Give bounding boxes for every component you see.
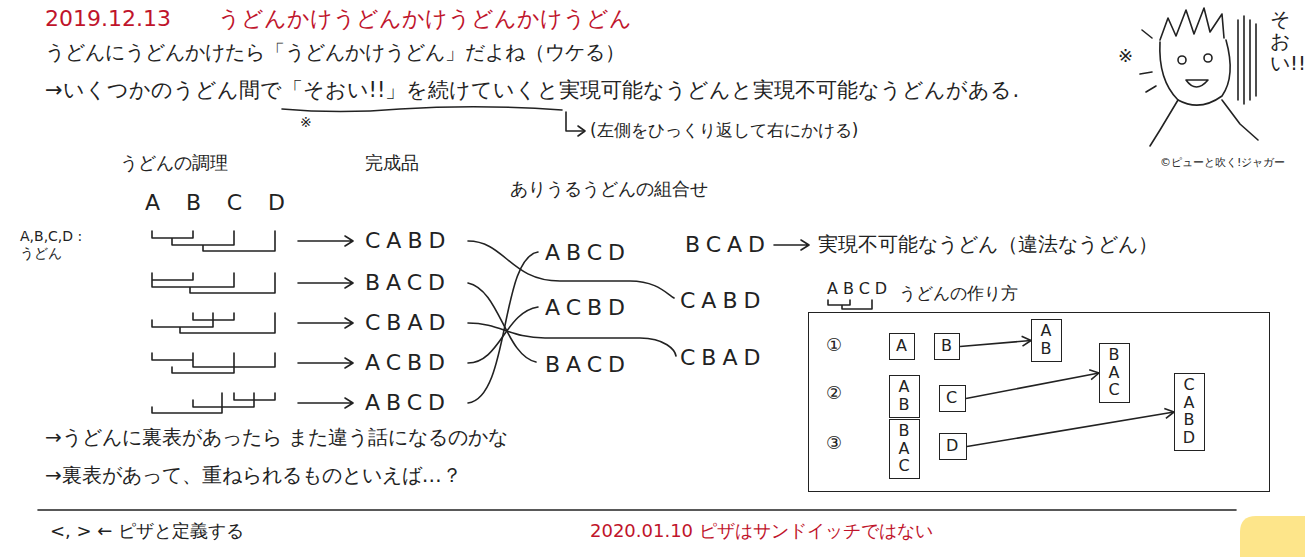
udon-box: D [939, 433, 967, 460]
box-letter: A [896, 336, 908, 355]
bracket-sketch [152, 231, 275, 251]
box-letter: D [946, 436, 960, 455]
note-text: ※ [1118, 45, 1133, 67]
frame-heading: ABCD [827, 279, 892, 298]
udon-box: C [939, 385, 966, 412]
result-arrow [774, 240, 809, 250]
note-text: CABD [365, 228, 451, 254]
match-curve [468, 307, 538, 363]
note-text: CBAD [365, 310, 451, 336]
note-text: CBAD [680, 345, 766, 371]
title-heading: 2019.12.13 うどんかけうどんかけうどんかけうどん [45, 6, 632, 32]
bracket-sketch [828, 300, 872, 309]
row-arrow [298, 398, 353, 408]
note-text: →裏表があって、重ねられるものといえば…？ [45, 463, 462, 487]
note-text: ① [826, 334, 842, 356]
arrow-line [960, 341, 1031, 347]
motion-lines [1140, 30, 1156, 92]
hook-arrow [566, 112, 584, 131]
ink-lines [38, 8, 1258, 510]
note-text: ABCD [145, 190, 311, 216]
row-arrow [298, 236, 353, 246]
hair-sketch [1160, 8, 1224, 40]
note-text: BCAD [685, 232, 771, 258]
match-curve [468, 323, 676, 356]
note-text: うどんの調理 [120, 152, 228, 174]
mouth-sketch [1186, 80, 1208, 87]
arms-sketch [1150, 100, 1258, 146]
note-text: ③ [826, 432, 842, 454]
note-text: (左側をひっくり返して右にかける) [590, 120, 858, 140]
box-letter: B [941, 336, 953, 355]
row-arrow [298, 278, 353, 288]
stacked-udon-box: C A B D [1174, 373, 1205, 451]
arrow-head [1164, 409, 1174, 419]
arrow-head [1022, 336, 1031, 346]
match-curve [468, 283, 536, 362]
row-arrow [298, 358, 353, 368]
bracket-sketch [152, 393, 275, 413]
box-letter: A B [1038, 322, 1054, 357]
note-text: 完成品 [365, 152, 419, 174]
note-text: ABCD [365, 390, 451, 416]
match-curve [468, 241, 674, 298]
step-arrow [967, 409, 1174, 447]
bracket-sketch [152, 273, 275, 293]
row-arrow [298, 318, 353, 328]
stacked-udon-box: B A C [889, 419, 920, 479]
udon-box: B [934, 333, 960, 360]
note-text: A,B,C,D :うどん [20, 228, 86, 262]
note-text: BACD [545, 352, 631, 378]
note-text: ABCD [545, 240, 631, 266]
separator-line [38, 509, 1236, 511]
method-frame: ABCDうどんの作り方ABA BA BCB A CB A CDC A B D [808, 312, 1270, 492]
stacked-udon-box: B A C [1099, 343, 1130, 403]
underline-stroke [282, 107, 562, 112]
note-text: ② [826, 382, 842, 404]
box-letter: B A C [1106, 346, 1122, 399]
note-text: ACBD [545, 295, 631, 321]
note-text: ありうるうどんの組合せ [510, 178, 708, 200]
box-letter: B A C [896, 422, 912, 475]
frame-heading: うどんの作り方 [899, 283, 1018, 303]
arrow-line [966, 373, 1099, 399]
arrow-head [578, 126, 585, 136]
sticky-tab [1240, 516, 1305, 557]
bracket-sketch [152, 313, 275, 333]
note-text: →いくつかのうどん間で「そおい!!」を続けていくと実現可能なうどんと実現不可能な… [45, 78, 1019, 103]
box-letter: A B [896, 378, 912, 413]
stacked-udon-box: A B [889, 375, 920, 418]
note-text: うどんにうどんかけたら「うどんかけうどん」だよね（ウケる） [45, 40, 625, 64]
eye-sketch [1204, 54, 1212, 62]
note-text: <, > ← ピザと定義する [50, 520, 244, 542]
bracket-sketch [152, 353, 275, 373]
box-letter: C A B D [1181, 376, 1197, 446]
step-arrow [966, 370, 1099, 399]
stacked-udon-box: A B [1031, 319, 1062, 362]
note-text: CABD [680, 288, 766, 314]
arrow-line [967, 412, 1174, 447]
match-curve [468, 252, 538, 403]
udon-box: A [889, 333, 915, 360]
arrow-head [1089, 370, 1099, 380]
stripes-sketch [1238, 16, 1256, 104]
step-arrow [960, 336, 1031, 346]
note-text: →うどんに裏表があったら また違う話になるのかな [45, 425, 508, 449]
note-text: 実現不可能なうどん（違法なうどん） [818, 232, 1158, 256]
note-text: ACBD [365, 350, 451, 376]
box-letter: C [946, 388, 959, 407]
note-text: 2020.01.10 ピザはサンドイッチではない [590, 520, 933, 542]
note-text: ※ [300, 114, 312, 131]
note-text: BACD [365, 270, 451, 296]
vertical-text: そおい!! [1270, 8, 1290, 74]
eye-sketch [1178, 56, 1186, 64]
face-sketch [1160, 40, 1230, 105]
note-text: ©ピューと吹く!ジャガー [1160, 156, 1285, 169]
